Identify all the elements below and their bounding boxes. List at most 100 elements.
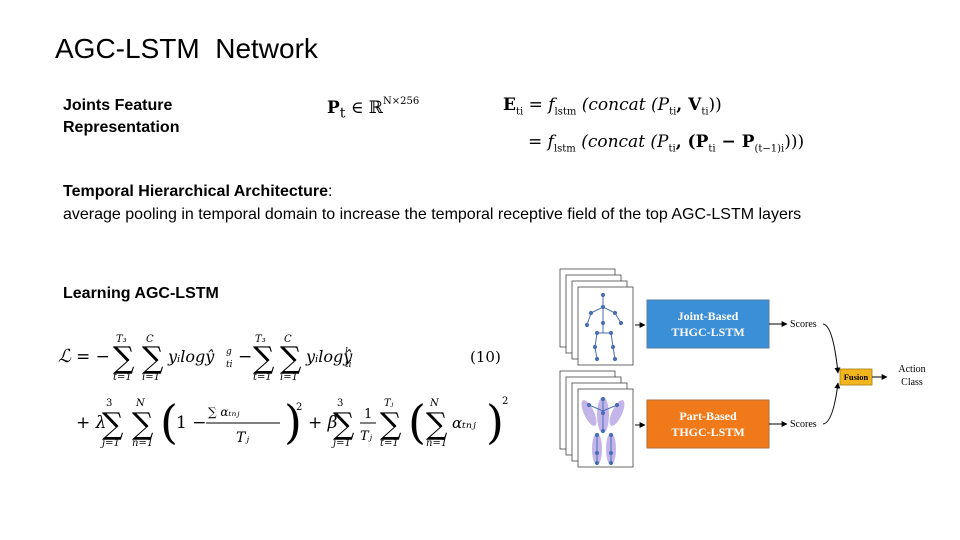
one-minus: 1 − [176, 413, 206, 433]
fusion-arrow [822, 323, 841, 374]
sum-limit: t=1 [113, 372, 132, 383]
joint-skeleton-frames [559, 268, 634, 366]
frac-den: Tⱼ [360, 429, 373, 444]
eq-e2-mid: , (P [675, 132, 709, 153]
eq-e2-body-sub: ti [668, 143, 676, 155]
eq-e-f: = f [523, 95, 555, 115]
part-skeleton-frames [559, 370, 634, 468]
exponent: 2 [502, 396, 508, 407]
temporal-colon: : [327, 183, 333, 200]
eq-p-in: ∈ ℝ [345, 98, 384, 118]
action-label-line1: Action [898, 364, 925, 375]
loss-sup: l [345, 347, 348, 357]
sum-limit: N [135, 398, 146, 409]
scores-bottom-label: Scores [790, 419, 817, 430]
loss-minus: − [238, 347, 252, 367]
sum-limit: 3 [106, 398, 112, 409]
embedding-equation: Eti = flstm (concat (Pti, Vti)) = flstm … [503, 90, 804, 165]
eq-p-sub: t [339, 105, 346, 122]
sum-sign: ∑ [333, 407, 355, 442]
sum-limit: j=1 [100, 438, 120, 449]
frac-den: Tⱼ [236, 430, 249, 446]
sum-sign: ∑ [132, 407, 154, 442]
eq-e2-end: ))) [784, 132, 805, 153]
paren: ( [160, 395, 178, 449]
scores-top-label: Scores [790, 319, 817, 330]
frac-num: ∑ αₜₙⱼ [208, 405, 240, 419]
sum-sign: ∑ [380, 407, 402, 442]
architecture-diagram: Joint-Based THGC-LSTM Part-Based THGC-LS… [559, 268, 926, 468]
temporal-body: average pooling in temporal domain to in… [63, 206, 802, 223]
eq-e-line2: = flstm (concat (Pti, (Pti − P(t−1)i))) [503, 127, 804, 164]
eq-e-body: (concat (P [576, 95, 670, 115]
loss-sup: g [226, 347, 232, 357]
sum-limit: T₃ [116, 334, 127, 345]
eq-e-v-sub: ti [701, 106, 709, 118]
part-box-line1: Part-Based [679, 409, 737, 423]
joints-label-line2: Representation [63, 119, 180, 136]
joints-label-line1: Joints Feature [63, 97, 173, 114]
beta-term: + β [308, 413, 338, 433]
eq-p-symbol: P [327, 98, 340, 118]
sum-limit: Tⱼ [384, 398, 394, 409]
eq-e-v: , V [676, 95, 702, 115]
sum-limit: n=1 [426, 438, 447, 449]
sum-sign: ∑ [280, 341, 302, 376]
loss-sub: ti [345, 360, 352, 370]
part-box-line2: THGC-LSTM [671, 425, 744, 439]
joint-box-line2: THGC-LSTM [671, 325, 744, 339]
fusion-label: Fusion [844, 372, 869, 382]
eq-e2-minus: − P [715, 132, 755, 153]
learning-heading: Learning AGC-LSTM [63, 285, 219, 302]
fusion-arrow [822, 382, 841, 425]
eq-e-symbol: E [503, 95, 516, 115]
sum-limit: t=1 [253, 372, 272, 383]
loss-symbol: ℒ [58, 346, 72, 367]
sum-limit: t=1 [380, 438, 399, 449]
part-based-box [646, 399, 770, 449]
sum-limit: j=1 [331, 438, 351, 449]
sum-limit: C [146, 334, 154, 345]
sum-sign: ∑ [102, 407, 124, 442]
eq-e2-mid-sub: ti [708, 143, 716, 155]
eq-e-fsub: lstm [554, 106, 577, 118]
sum-limit: N [429, 398, 440, 409]
sum-limit: i=1 [280, 372, 298, 383]
loss-equation: ℒ = − ∑ T₃ t=1 ∑ C i=1 yᵢlogŷ g ti − ∑ T… [58, 334, 508, 449]
eq-e-sub: ti [515, 106, 524, 118]
sum-limit: C [284, 334, 292, 345]
part-skeleton [586, 396, 620, 466]
eq-p-sup: N×256 [383, 96, 420, 107]
joint-box-line1: Joint-Based [678, 309, 739, 323]
sum-limit: i=1 [142, 372, 160, 383]
eq-e-end: )) [708, 95, 722, 115]
loss-number: (10) [470, 348, 501, 366]
joint-based-box [646, 299, 770, 349]
eq-e-line1: Eti = flstm (concat (Pti, Vti)) [503, 90, 804, 127]
sum-sign: ∑ [253, 341, 275, 376]
paren: ) [486, 395, 504, 449]
sum-limit: T₃ [255, 334, 266, 345]
frac-num: 1 [364, 407, 372, 422]
sum-limit: 3 [337, 398, 343, 409]
eq-e2-f: = f [528, 132, 554, 153]
sum-sign: ∑ [142, 341, 164, 376]
eq-e2-fsub: lstm [553, 143, 576, 155]
eq-e2-body: (concat (P [575, 132, 669, 153]
temporal-heading: Temporal Hierarchical Architecture [63, 183, 328, 200]
exponent: 2 [296, 402, 302, 413]
joints-feature-label: Joints Feature Representation [63, 95, 179, 139]
lambda-term: + λ [76, 413, 106, 433]
sum-limit: n=1 [132, 438, 153, 449]
alpha-term: αₜₙⱼ [452, 414, 476, 432]
sum-sign: ∑ [113, 341, 135, 376]
eq-e-body-sub: ti [669, 106, 677, 118]
action-label-line2: Class [901, 377, 923, 388]
eq-e2-minus-sub: (t−1)i [754, 143, 785, 155]
loss-term: yᵢlogŷ [167, 347, 215, 366]
temporal-section: Temporal Hierarchical Architecture: aver… [63, 180, 883, 226]
paren: ) [284, 395, 302, 449]
slide-title: AGC-LSTM Network [55, 33, 318, 64]
paren: ( [408, 395, 426, 449]
loss-eq: = − [76, 347, 110, 367]
